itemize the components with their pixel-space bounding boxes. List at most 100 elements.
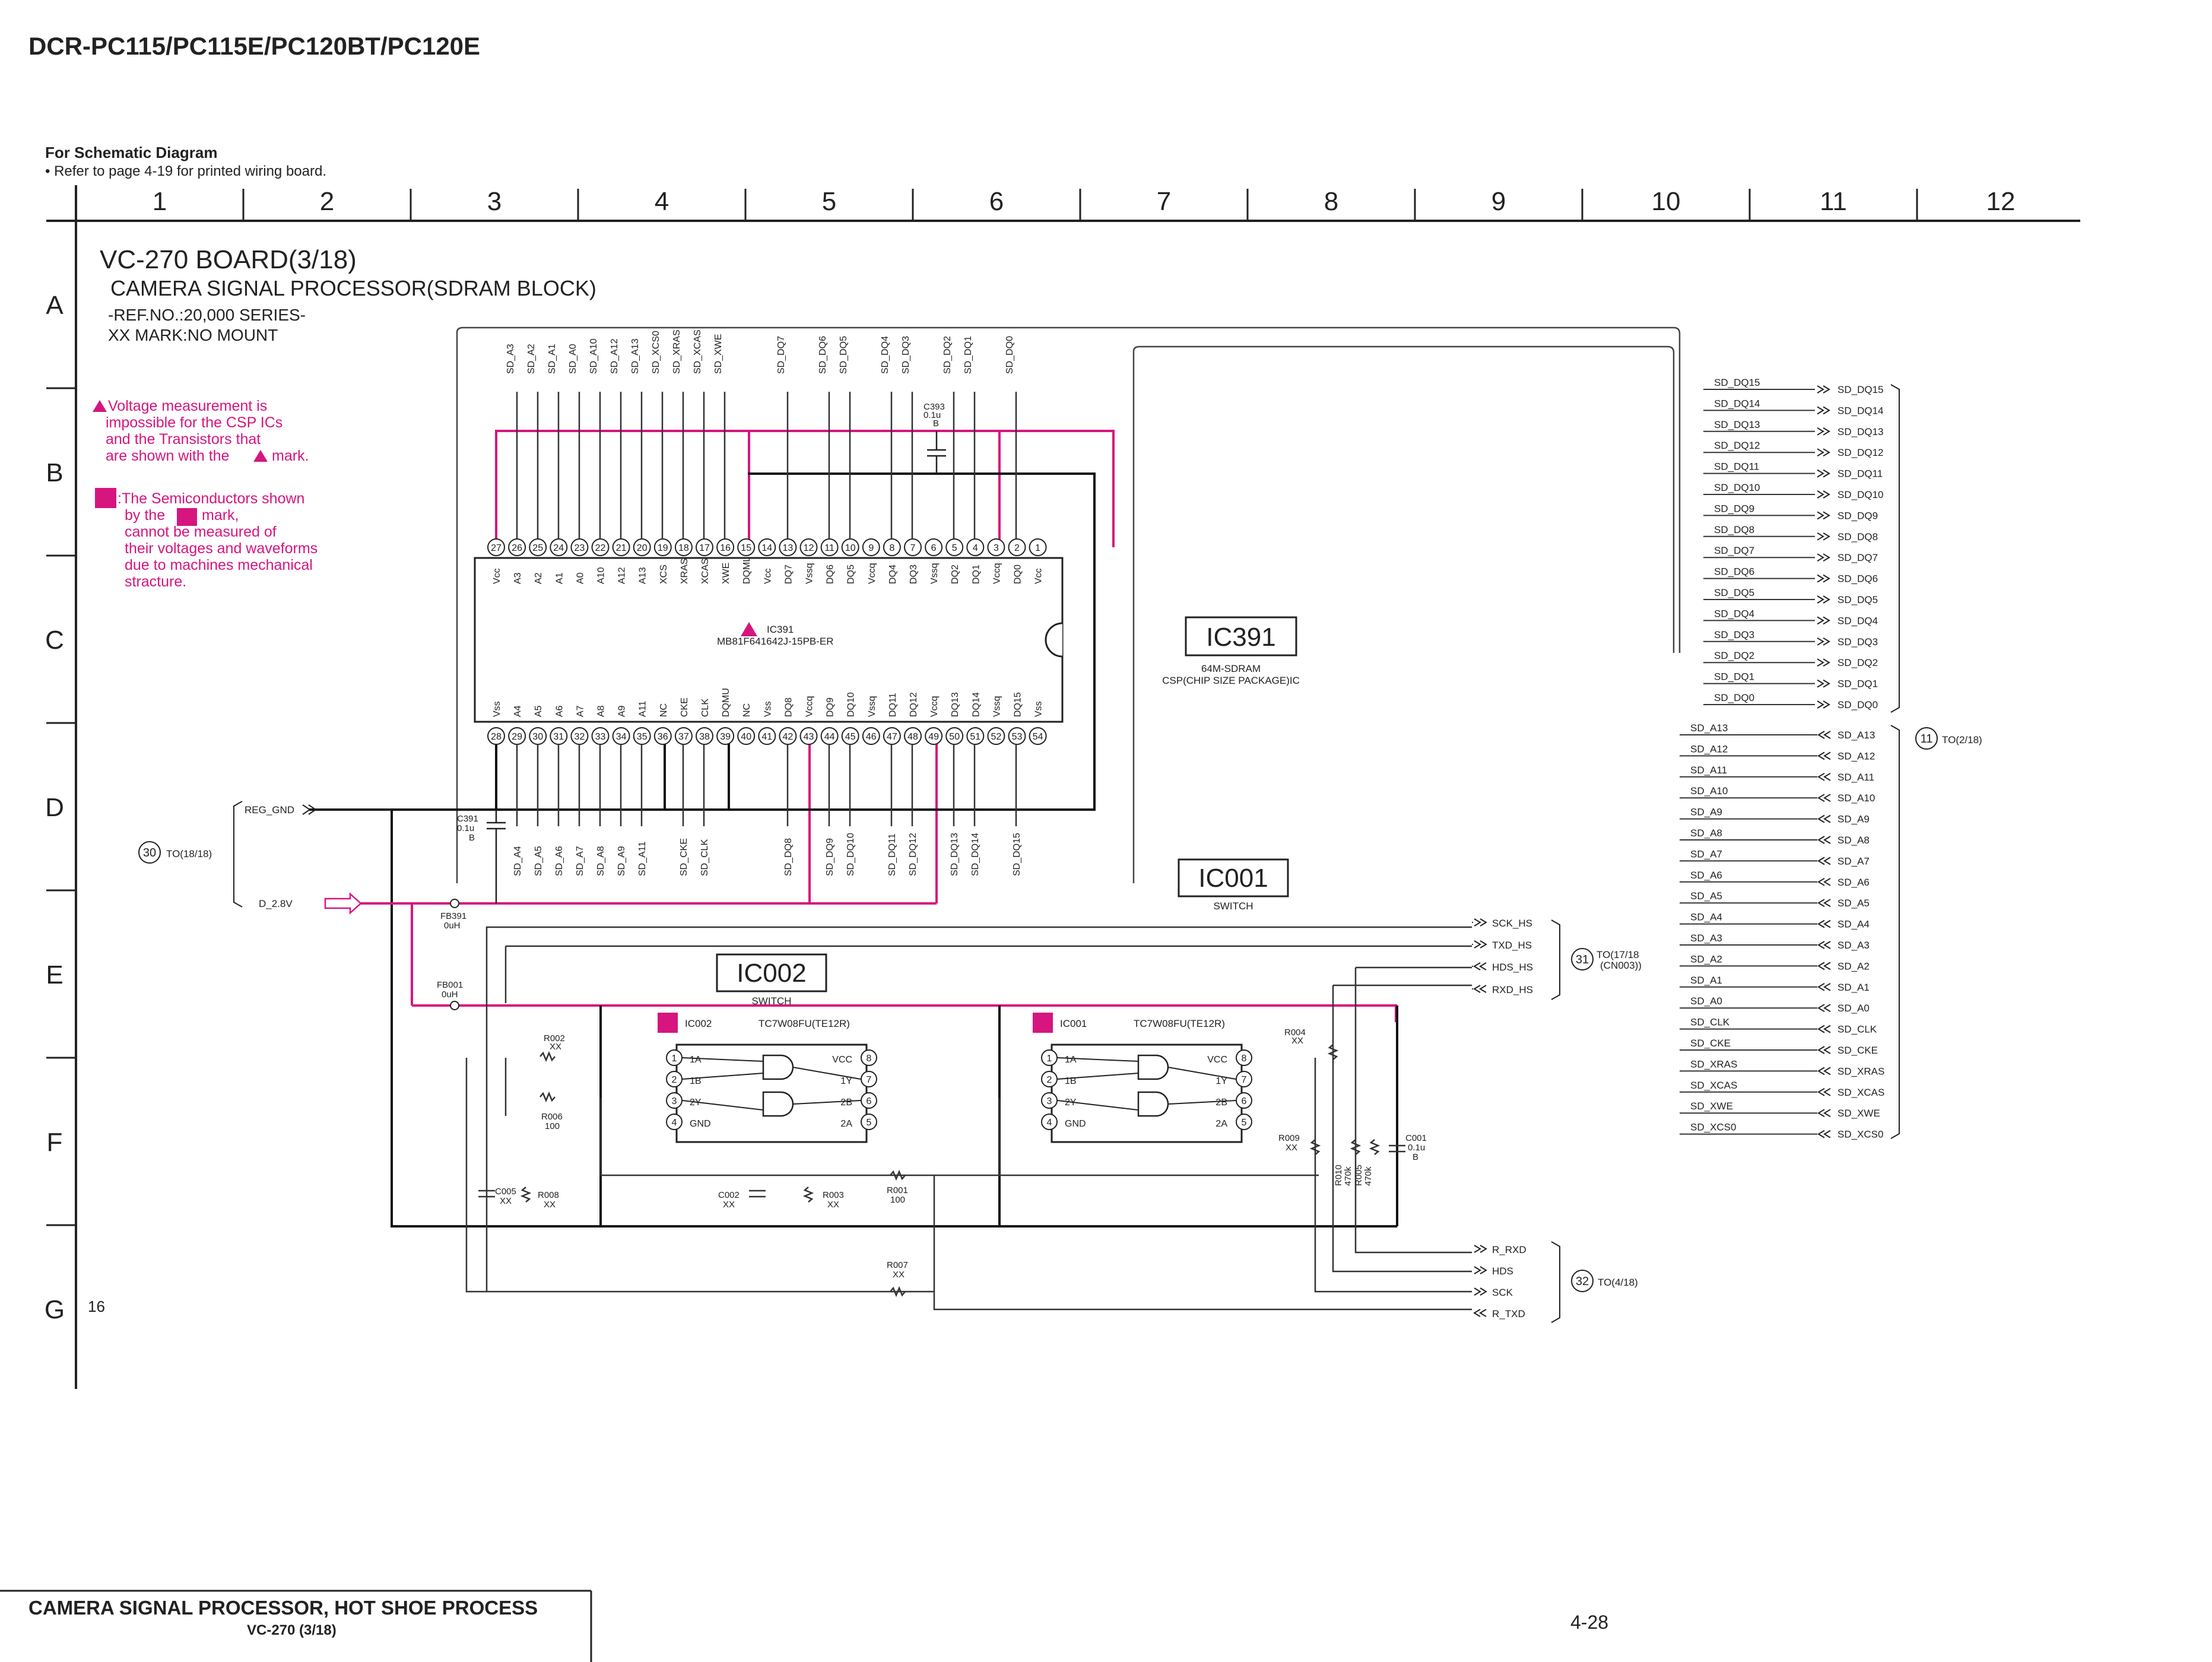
ic391-pin-number: 9 xyxy=(868,543,874,553)
r005-value: 470k xyxy=(1363,1166,1373,1186)
ic391-pin-name: DQ12 xyxy=(909,692,919,717)
ic391-pin xyxy=(862,727,880,745)
ic391-pin xyxy=(925,538,943,556)
svg-text:impossible for the CSP ICs: impossible for the CSP ICs xyxy=(106,414,283,431)
signal-label: SD_XCAS xyxy=(693,329,703,374)
arrow-right-icon xyxy=(1817,385,1830,394)
hs-signal-label: SCK_HS xyxy=(1492,918,1532,929)
bus-dest-label: SD_DQ3 xyxy=(1837,636,1878,648)
r003-value: XX xyxy=(827,1200,839,1210)
ic391-pin xyxy=(758,727,776,745)
ic391-callout: IC391 64M-SDRAM CSP(CHIP SIZE PACKAGE)IC xyxy=(1162,616,1300,686)
c005-value: XX xyxy=(500,1196,512,1206)
gate-pin-name: GND xyxy=(1065,1119,1086,1129)
square-mark-icon xyxy=(95,488,116,508)
r008-label: R008 xyxy=(538,1190,559,1200)
bus-dest-label: SD_DQ4 xyxy=(1837,615,1878,626)
arrow-left-icon xyxy=(1473,962,1487,970)
r009-label: R009 xyxy=(1278,1133,1300,1143)
bus-dest-label: SD_A8 xyxy=(1837,835,1870,846)
gate-internal-wiring xyxy=(1057,1057,1236,1111)
svg-text:0.1u: 0.1u xyxy=(923,410,941,420)
svg-text:TO(17/18: TO(17/18 xyxy=(1597,949,1639,960)
c001-label: C001 xyxy=(1405,1133,1427,1143)
signal-label: SD_XWE xyxy=(713,334,723,374)
ic391-pin-number: 38 xyxy=(699,732,710,742)
signal-label: SD_A9 xyxy=(617,846,627,876)
triangle-icon xyxy=(93,400,107,412)
bus-source-label: SD_A11 xyxy=(1690,765,1727,776)
ic391-pin xyxy=(758,538,776,556)
r001-value: 100 xyxy=(890,1195,905,1205)
bus-source-label: SD_DQ3 xyxy=(1714,629,1754,640)
col-label: 3 xyxy=(487,187,502,216)
r006-value: 100 xyxy=(545,1121,560,1131)
ic391-pin-name: Vss xyxy=(1034,701,1044,717)
svg-text:stracture.: stracture. xyxy=(125,573,186,590)
signal-label: SD_DQ2 xyxy=(942,336,953,374)
bus-dest-label: SD_CKE xyxy=(1837,1045,1878,1056)
board-subtitle: CAMERA SIGNAL PROCESSOR(SDRAM BLOCK) xyxy=(110,276,596,300)
ic391-pin-name: A11 xyxy=(638,701,648,717)
r006-label: R006 xyxy=(541,1112,563,1122)
arrow-right-icon xyxy=(1817,469,1830,478)
ic391-pin-name: DQ5 xyxy=(846,564,856,584)
row-label: B xyxy=(46,458,63,487)
ic391-pin-name: A12 xyxy=(617,567,627,584)
gate-pin-number: 3 xyxy=(1047,1096,1052,1106)
arrow-right-icon xyxy=(1817,595,1830,604)
ic391-pin-name: DQ4 xyxy=(888,564,898,584)
ic391-pin-number: 42 xyxy=(783,732,794,742)
signal-label: SD_XRAS xyxy=(672,329,682,374)
signal-label: SD_DQ6 xyxy=(818,336,828,374)
signal-label: SD_DQ10 xyxy=(846,833,856,876)
schematic-note-line: • Refer to page 4-19 for printed wiring … xyxy=(45,163,326,179)
row-label: C xyxy=(45,626,64,655)
ic391-pin-name: DQ15 xyxy=(1013,692,1023,717)
footer-title: CAMERA SIGNAL PROCESSOR, HOT SHOE PROCES… xyxy=(28,1597,538,1619)
ic391-pin-name: A1 xyxy=(554,572,564,584)
gate-pin-number: 1 xyxy=(672,1054,677,1064)
gate-tag: IC001 xyxy=(1060,1018,1087,1029)
arrow-left-icon xyxy=(1817,941,1831,949)
svg-text:0uH: 0uH xyxy=(442,989,458,1000)
signal-label: SD_DQ9 xyxy=(825,838,835,876)
ic391-top-pins: 27Vcc26A325A224A123A022A1021A1220A1319XC… xyxy=(487,538,1047,584)
ic391-pin-number: 43 xyxy=(804,732,814,742)
d28-label: D_2.8V xyxy=(259,898,293,909)
signal-label: SD_A8 xyxy=(596,846,606,876)
grid-col-ticks xyxy=(242,189,1918,221)
ic391-pin-name: NC xyxy=(659,703,669,717)
connector-11: 11 TO(2/18) xyxy=(1890,384,1982,1139)
ic391-pin-name: DQ13 xyxy=(950,692,960,717)
board-title: VC-270 BOARD(3/18) xyxy=(100,245,357,274)
ic391-pin-name: A10 xyxy=(596,567,607,584)
ic391-pin-name: A8 xyxy=(596,705,607,717)
bus-dest-label: SD_XRAS xyxy=(1837,1065,1884,1077)
and-gate-icon xyxy=(762,1054,794,1080)
right-dq-bus: SD_DQ15SD_DQ15SD_DQ14SD_DQ14SD_DQ13SD_DQ… xyxy=(1703,377,1883,711)
bus-source-label: SD_A8 xyxy=(1690,827,1722,839)
ic391-pin-number: 54 xyxy=(1033,732,1043,742)
ic391-pin-name: Vcc xyxy=(763,568,773,584)
svg-text:due to machines mechanical: due to machines mechanical xyxy=(125,557,313,573)
ic391-pin xyxy=(1008,727,1026,745)
col-label: 7 xyxy=(1157,187,1171,216)
gate-pin-name: VCC xyxy=(832,1055,852,1065)
gate-pin xyxy=(666,1092,683,1109)
arrow-right-icon xyxy=(1817,658,1830,667)
ic391-pin-number: 31 xyxy=(553,732,564,742)
svg-text:0.1u: 0.1u xyxy=(457,823,474,833)
gate-pin xyxy=(1041,1092,1058,1109)
gate-pin xyxy=(666,1049,683,1066)
ic391-pin xyxy=(1029,727,1047,745)
ic391-pin-number: 22 xyxy=(595,543,606,553)
r003-label: R003 xyxy=(823,1190,844,1200)
bus-dest-label: SD_A12 xyxy=(1837,750,1875,762)
ic391-pin-name: Vssq xyxy=(867,696,877,717)
signal-label: SD_A7 xyxy=(575,846,585,876)
ic391-pin-name: DQ14 xyxy=(971,692,981,717)
ic391-pin xyxy=(799,538,818,556)
gate-pin xyxy=(1236,1049,1252,1066)
